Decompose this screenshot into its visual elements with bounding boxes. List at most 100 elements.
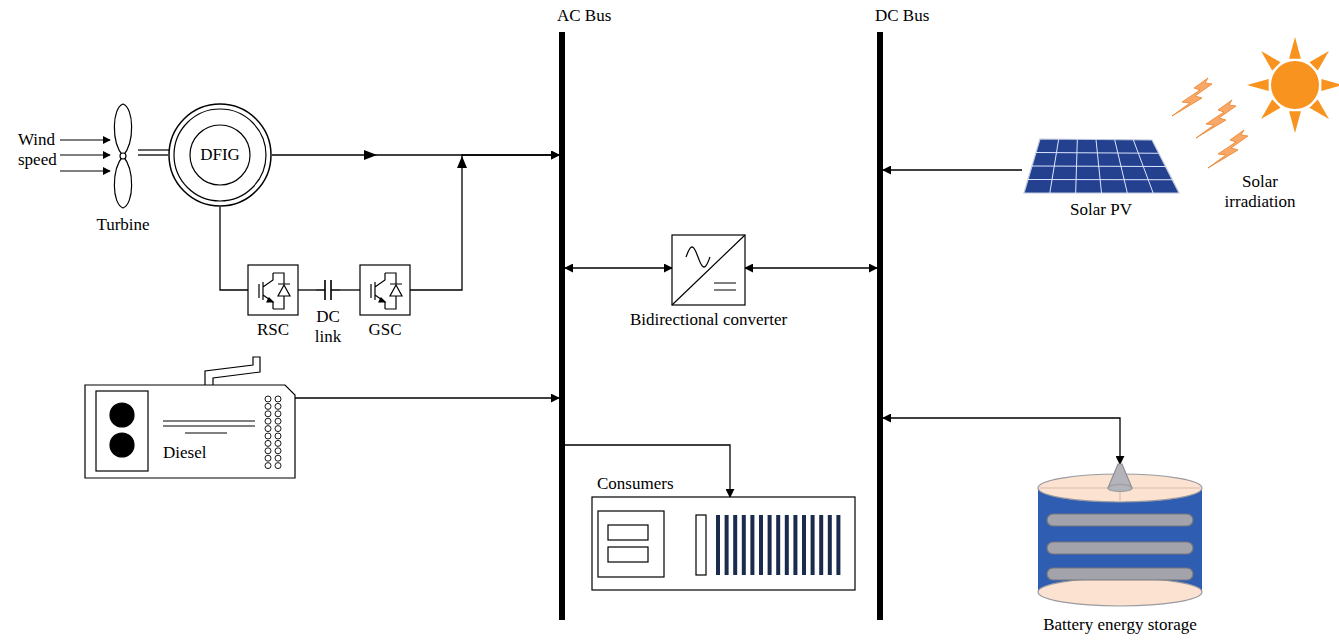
solar-panel-outline (1028, 179, 1172, 180)
ac-bus: AC Bus (559, 32, 565, 620)
load-cabinet-outline (733, 515, 737, 575)
connector-line (220, 207, 248, 290)
wind-turbine-outline (114, 104, 131, 208)
flow-arrowhead (457, 156, 467, 168)
diesel-generator-outline (265, 463, 271, 469)
node-label: Battery energy storage (1043, 615, 1197, 635)
diesel-generator-outline (265, 448, 271, 454)
node-label: Consumers (597, 474, 674, 494)
diesel-generator-outline (85, 357, 295, 478)
diesel-generator-outline (275, 455, 281, 461)
connector-line (295, 397, 559, 398)
load-cabinet-outline (819, 515, 823, 575)
generator-circle-outline (169, 104, 271, 206)
converter-box-outline (360, 265, 410, 315)
node-label: Solar PV (1070, 200, 1132, 220)
wind-arrows (60, 140, 110, 171)
diesel-generator-outline (110, 403, 134, 427)
capacitor-symbol-outline (316, 280, 340, 300)
sun-ray (1321, 79, 1339, 91)
irradiation-bolt (1196, 100, 1236, 138)
shaft-line (138, 149, 170, 150)
capacitor-symbol-outline (316, 280, 340, 300)
diesel-generator-outline (96, 391, 148, 471)
irradiation-bolt (1172, 78, 1212, 116)
diesel-generator-outline (85, 385, 295, 478)
solar-panel-outline (1022, 138, 1180, 195)
load-cabinet-outline (811, 515, 815, 575)
diesel-generator-outline (265, 433, 271, 439)
node-label: AC Bus (557, 6, 611, 26)
diesel-generator-outline (205, 357, 260, 385)
connector-line (298, 289, 316, 290)
load-cabinet: Consumers (592, 497, 855, 590)
wind-turbine-outline (120, 153, 126, 159)
battery-bank-outline (1047, 568, 1193, 580)
converter-box-outline (672, 235, 745, 305)
sun-disc (1271, 61, 1319, 109)
battery-bank-outline (1047, 542, 1193, 554)
diesel-generator-outline (265, 426, 271, 432)
diesel-generator-outline (265, 403, 271, 409)
load-cabinet-outline (696, 515, 706, 575)
load-cabinet-outline (598, 511, 664, 577)
diesel-generator-outline (265, 440, 271, 446)
node-label: RSC (257, 320, 289, 340)
sun-icon (1247, 37, 1339, 133)
load-cabinet-outline (592, 497, 855, 590)
connector-line (883, 169, 1022, 170)
converter-box-outline (278, 284, 290, 296)
solar-panel-outline (1024, 139, 1179, 193)
sun-ray (1309, 51, 1328, 70)
sun-ray (1247, 79, 1269, 91)
load-cabinet-outline (836, 515, 840, 575)
solar-panel-outline (1024, 139, 1179, 193)
load-cabinet-outline (802, 515, 806, 575)
load-cabinet-outline (828, 515, 832, 575)
generator-circle: DFIG (168, 103, 272, 207)
solar-panel-outline (1032, 166, 1166, 168)
wind-turbine-outline (114, 104, 131, 208)
load-cabinet-outline (776, 515, 780, 575)
load-cabinet-outline (742, 515, 746, 575)
sun-ray (1261, 99, 1280, 118)
converter-box-outline (390, 284, 402, 296)
wind-arrow (60, 154, 110, 155)
converter-box-outline (379, 298, 385, 302)
wind-arrow (60, 170, 110, 171)
load-cabinet-outline (608, 547, 648, 562)
diesel-generator-outline (110, 433, 134, 457)
load-cabinet-outline (768, 515, 772, 575)
battery-bank-outline (1047, 514, 1193, 526)
diesel-generator-outline (275, 396, 281, 402)
diesel-generator-outline (265, 411, 271, 417)
converter-box-outline (360, 265, 410, 315)
sun-ray (1261, 51, 1280, 70)
node-label: DC Bus (875, 6, 929, 26)
connector-line (340, 289, 360, 290)
converter-box: GSC (360, 265, 410, 315)
diesel-generator-outline (275, 418, 281, 424)
solar-panel-outline (1028, 139, 1172, 193)
sun-ray (1289, 111, 1301, 133)
battery-bank-outline (1035, 464, 1205, 610)
irradiation-bolt (1208, 130, 1248, 168)
load-cabinet-outline (592, 497, 855, 590)
node-label: Bidirectional converter (630, 310, 787, 330)
capacitor-symbol-outline (316, 278, 340, 302)
node-label: DFIG (200, 145, 240, 165)
converter-box-outline (686, 247, 710, 267)
converter-box: Bidirectional converter (672, 235, 745, 305)
connector-line (565, 445, 730, 497)
solar-panel-outline (1036, 152, 1159, 154)
battery-bank: Battery energy storage (1035, 464, 1205, 610)
connector-line (565, 267, 672, 268)
converter-box-outline (395, 296, 396, 297)
load-cabinet-outline (716, 515, 720, 575)
node-label: GSC (368, 320, 401, 340)
capacitor-symbol: DC link (316, 278, 340, 302)
sun-ray (1289, 37, 1301, 59)
converter-box-outline (248, 265, 298, 315)
diesel-generator-outline (275, 426, 281, 432)
